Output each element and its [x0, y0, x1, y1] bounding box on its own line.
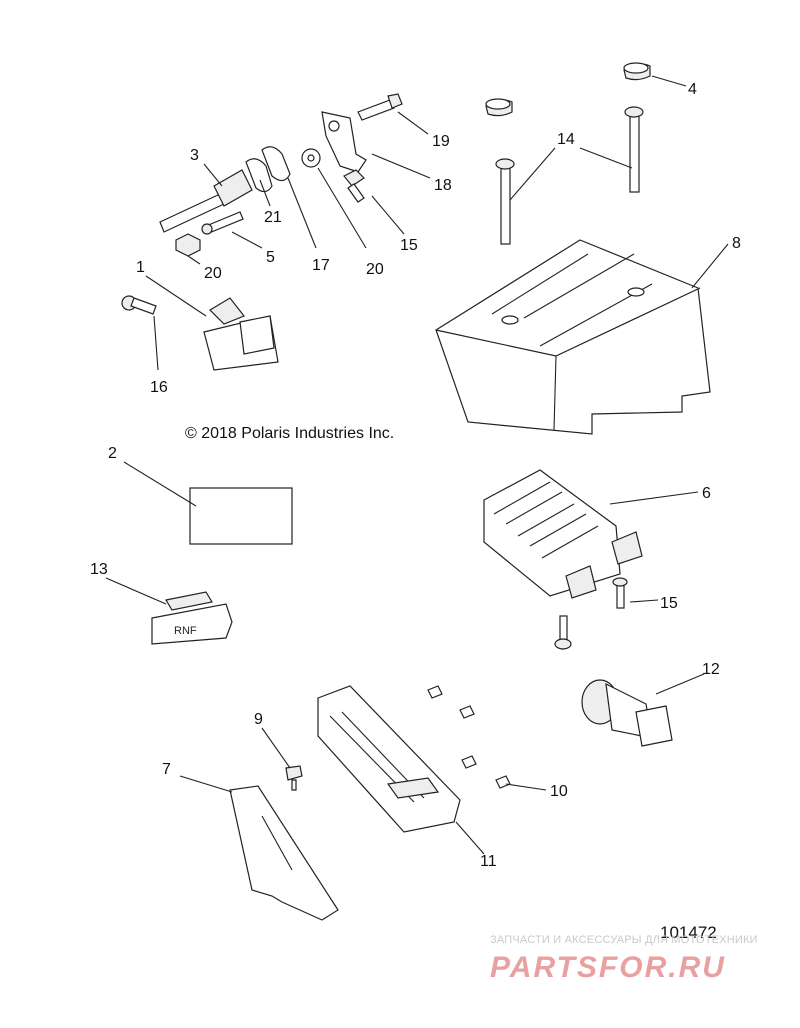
callout-13: 13	[90, 561, 108, 578]
callout-15-top: 15	[400, 237, 418, 254]
part-bolt-5	[201, 211, 244, 235]
part-label-2	[189, 487, 293, 545]
callout-15-lower: 15	[660, 595, 678, 612]
callout-14: 14	[557, 131, 575, 148]
callout-21: 21	[264, 209, 282, 226]
switch-label: RNF	[174, 625, 197, 637]
callout-3: 3	[190, 147, 199, 164]
part-nut-20	[175, 148, 321, 257]
part-bracket-7	[229, 785, 339, 921]
part-plug-caps	[485, 62, 651, 117]
watermark-logo-text: PARTSFOR.RU	[490, 951, 726, 982]
figure-id: 101472	[660, 923, 717, 942]
copyright-notice: © 2018 Polaris Industries Inc.	[185, 425, 395, 442]
callout-2: 2	[108, 445, 117, 462]
callout-17: 17	[312, 257, 330, 274]
part-rivet-9	[285, 765, 303, 791]
part-ecu-11	[317, 685, 461, 833]
callout-1: 1	[136, 259, 145, 276]
callout-20-left: 20	[204, 265, 222, 282]
leader-lines	[105, 75, 729, 855]
part-ignition-12	[581, 679, 673, 747]
callout-4: 4	[688, 81, 697, 98]
watermark-logo: PARTSFOR.RU	[490, 951, 726, 982]
part-bolt-19	[357, 93, 403, 121]
part-gaskets	[245, 146, 291, 193]
callout-12: 12	[702, 661, 720, 678]
watermark-caption: ЗАПЧАСТИ И АКСЕССУАРЫ ДЛЯ МОТОТЕХНИКИ	[490, 934, 758, 946]
part-map-sensor-1	[203, 297, 279, 371]
callout-10: 10	[550, 783, 568, 800]
part-bolt-15-top	[343, 169, 365, 203]
callout-7: 7	[162, 761, 171, 778]
part-cover-8	[435, 239, 711, 435]
callout-9: 9	[254, 711, 263, 728]
callout-11: 11	[480, 853, 497, 870]
part-long-bolts	[495, 106, 644, 245]
part-sensor-3	[159, 169, 253, 233]
callout-18: 18	[434, 177, 452, 194]
part-bolt-16	[121, 295, 157, 315]
callout-19: 19	[432, 133, 450, 150]
callout-5: 5	[266, 249, 275, 266]
part-bracket-18	[321, 111, 367, 173]
callout-8: 8	[732, 235, 741, 252]
part-bolt-15-lower	[554, 577, 628, 650]
callout-20-right: 20	[366, 261, 384, 278]
part-switch-13: RNF	[151, 591, 233, 645]
callout-16: 16	[150, 379, 168, 396]
callout-6: 6	[702, 485, 711, 502]
part-screws-10	[427, 685, 511, 789]
part-regulator-6	[483, 469, 643, 599]
callout-numbers: 4 14 19 3 18 21 5 15 20 17 20 8 1 16 2 6…	[90, 81, 741, 870]
